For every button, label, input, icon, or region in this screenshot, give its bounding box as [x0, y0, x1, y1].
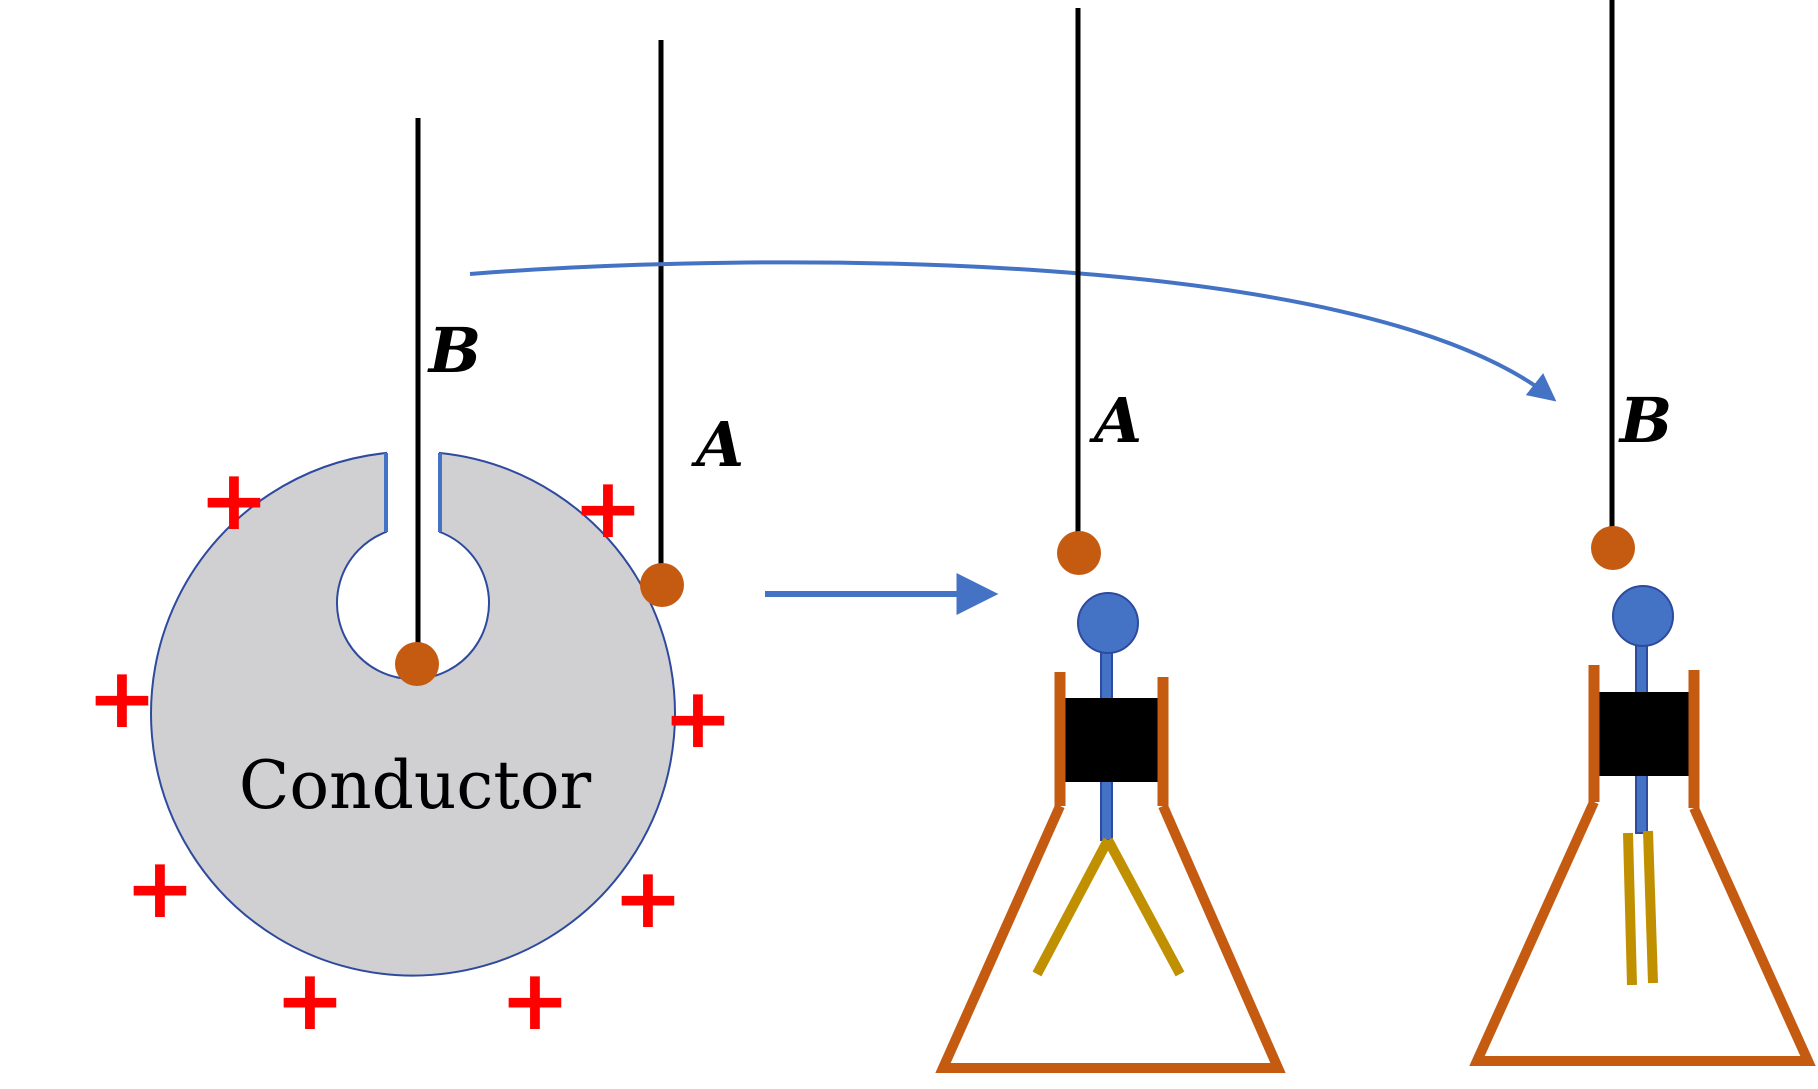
- probe-a-ball: [640, 563, 684, 607]
- electroscope-b-stopper: [1599, 692, 1690, 776]
- probe-a-label-left: A: [691, 408, 744, 481]
- conductor-label: Conductor: [239, 747, 592, 824]
- electroscope-a-leaf-right: [1103, 837, 1185, 977]
- probe-b-ball: [395, 642, 439, 686]
- electroscope-a-leaf-left: [1032, 837, 1113, 977]
- electroscope-b-leaf-right: [1643, 830, 1658, 984]
- charge-plus: +: [125, 839, 195, 937]
- electroscope-b-knob: [1612, 585, 1674, 647]
- electroscope-a-flask: [935, 803, 1286, 1073]
- charge-plus: +: [663, 669, 733, 767]
- electroscope-b: [1469, 585, 1816, 1066]
- charge-plus: +: [275, 951, 345, 1049]
- electroscope-b-flask: [1469, 799, 1816, 1066]
- charge-plus: +: [500, 951, 570, 1049]
- transfer-arrow-b: [469, 260, 1557, 402]
- electroscope-a-stopper: [1064, 698, 1160, 782]
- electroscope-b-leaf-left: [1623, 832, 1637, 986]
- probe-b-ball-right: [1591, 526, 1635, 570]
- charge-plus: +: [87, 649, 157, 747]
- electroscope-a-knob: [1077, 592, 1139, 654]
- charge-plus: +: [613, 849, 683, 947]
- probe-b-label-left: B: [427, 314, 481, 387]
- charge-plus: +: [573, 459, 643, 557]
- charge-plus: +: [199, 451, 269, 549]
- electroscope-a: [935, 592, 1286, 1073]
- probe-a-ball-right: [1057, 531, 1101, 575]
- probe-a-label-right: A: [1089, 384, 1142, 457]
- probe-b-label-right: B: [1618, 384, 1672, 457]
- surface-charges: + + + + + + + +: [87, 451, 733, 1049]
